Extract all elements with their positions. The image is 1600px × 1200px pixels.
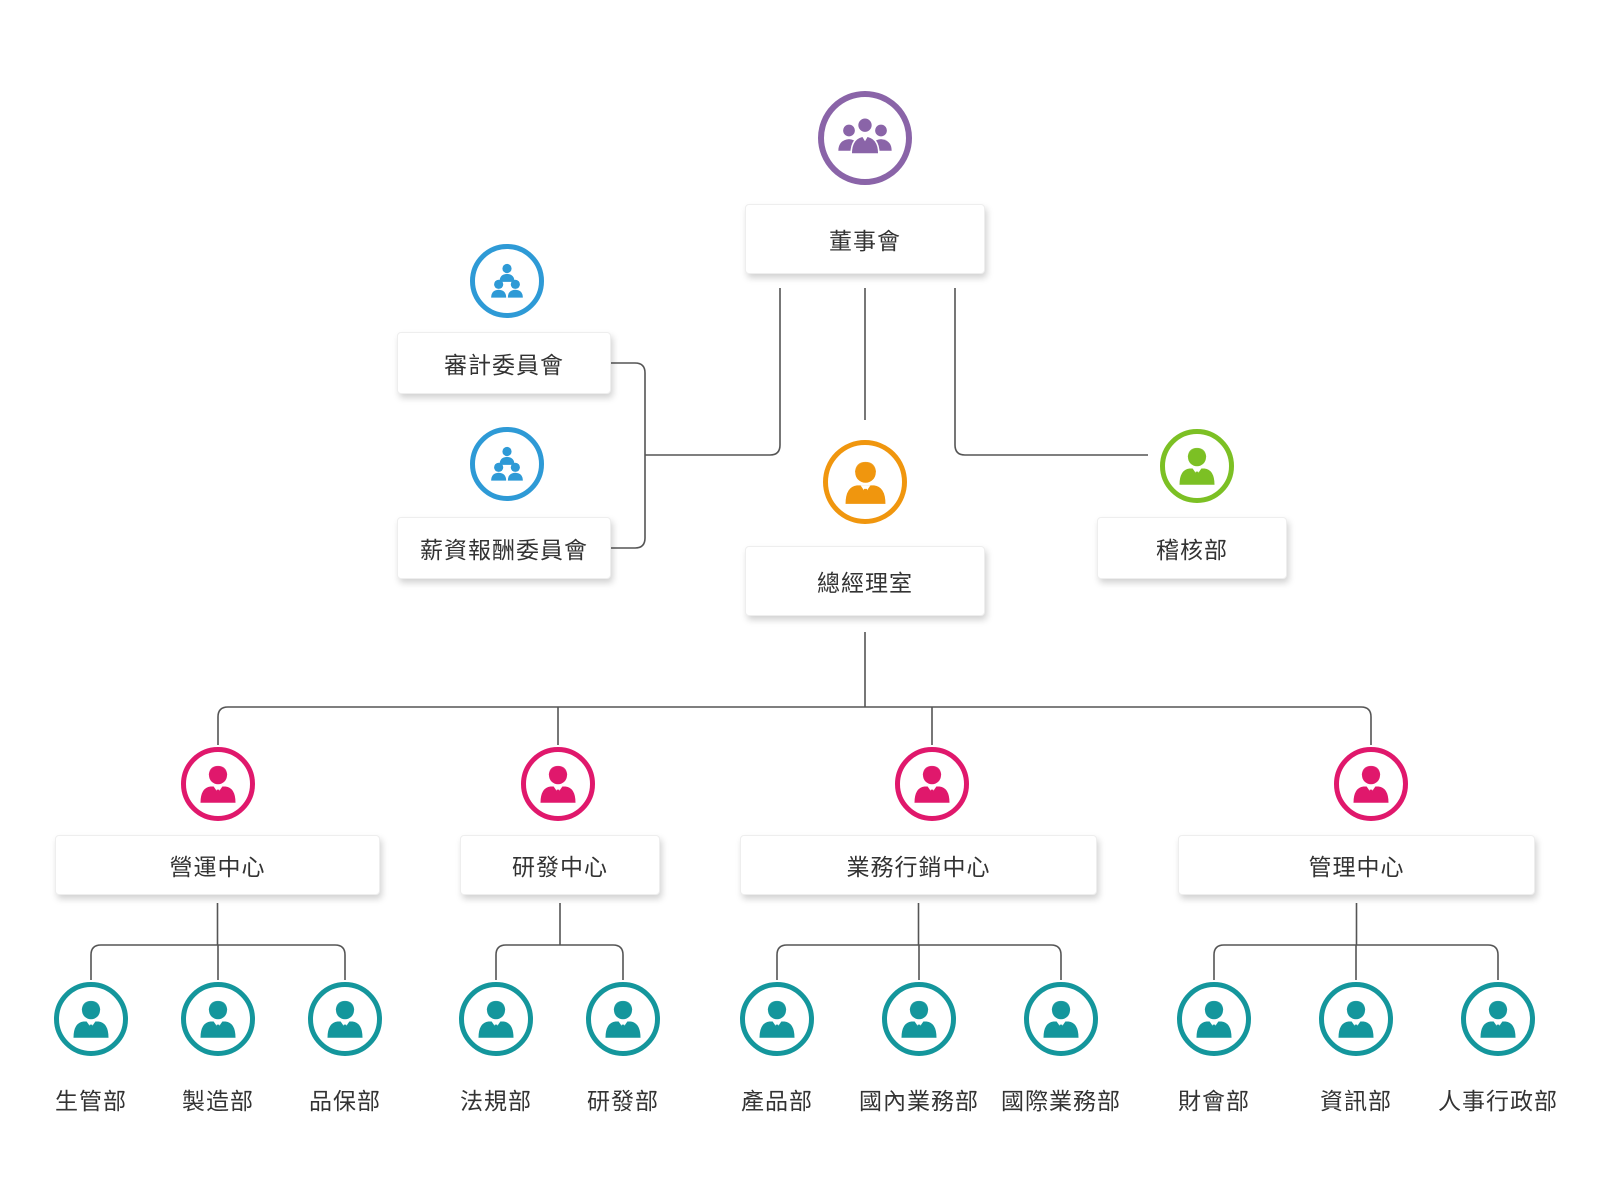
center-person-icon	[181, 747, 255, 821]
general-manager-box: 總經理室	[745, 546, 985, 616]
department-person-icon	[181, 982, 255, 1056]
department-person-icon	[308, 982, 382, 1056]
department-label: 品保部	[309, 1089, 381, 1115]
auditor-person-icon	[1160, 429, 1234, 503]
department-label: 國內業務部	[859, 1089, 979, 1115]
committee-group-icon	[470, 244, 544, 318]
committee-box: 薪資報酬委員會	[397, 517, 611, 579]
center-person-icon	[1334, 747, 1408, 821]
center-person-icon	[895, 747, 969, 821]
department-label: 法規部	[460, 1089, 532, 1115]
department-label: 資訊部	[1320, 1089, 1392, 1115]
board-group-icon	[818, 91, 912, 185]
department-person-icon	[1177, 982, 1251, 1056]
departments-bus-line	[495, 944, 624, 980]
department-label: 製造部	[182, 1089, 254, 1115]
centers-bus-line	[217, 706, 1372, 745]
audit-box: 稽核部	[1097, 517, 1287, 579]
center-box: 業務行銷中心	[740, 835, 1097, 895]
department-person-icon	[459, 982, 533, 1056]
department-label: 產品部	[741, 1089, 813, 1115]
board-box: 董事會	[745, 204, 985, 274]
department-person-icon	[54, 982, 128, 1056]
center-box: 管理中心	[1178, 835, 1535, 895]
committee-box: 審計委員會	[397, 332, 611, 394]
center-box: 營運中心	[55, 835, 380, 895]
department-label: 人事行政部	[1438, 1089, 1558, 1115]
department-person-icon	[1024, 982, 1098, 1056]
committee-group-icon	[470, 427, 544, 501]
department-person-icon	[1319, 982, 1393, 1056]
manager-person-icon	[823, 440, 907, 524]
department-person-icon	[1461, 982, 1535, 1056]
department-label: 財會部	[1178, 1089, 1250, 1115]
committees-bracket-line	[610, 362, 646, 549]
department-person-icon	[740, 982, 814, 1056]
center-person-icon	[521, 747, 595, 821]
board-to-committees-line	[645, 288, 781, 456]
department-label: 生管部	[55, 1089, 127, 1115]
department-label: 研發部	[587, 1089, 659, 1115]
board-to-audit-line	[954, 288, 1148, 456]
center-box: 研發中心	[460, 835, 660, 895]
department-person-icon	[586, 982, 660, 1056]
department-person-icon	[882, 982, 956, 1056]
department-label: 國際業務部	[1001, 1089, 1121, 1115]
